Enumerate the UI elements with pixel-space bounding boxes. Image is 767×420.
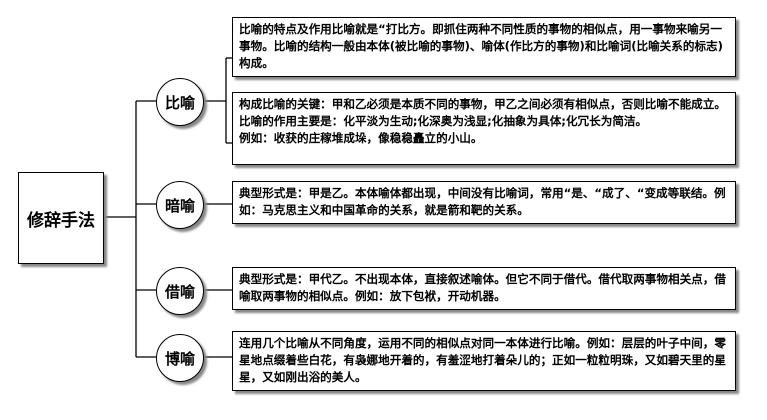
node-metaphor: 比喻 (156, 78, 204, 126)
borrowed-metaphor-text: 典型形式是：甲代乙。不出现本体，直接叙述喻体。但它不同于借代。借代取两事物相关点… (239, 272, 726, 303)
node-borrowed-metaphor: 借喻 (156, 267, 204, 315)
metaphor-definition-text: 比喻的特点及作用比喻就是“打比方。即抓住两种不同性质的事物的相似点，用一事物来喻… (239, 22, 723, 70)
extended-metaphor-text: 连用几个比喻从不同角度，运用不同的相似点对同一本体进行比喻。例如：层层的叶子中间… (239, 336, 726, 384)
implicit-metaphor-text: 典型形式是：甲是乙。本体喻体都出现，中间没有比喻词，常用“是、“成了、“变成等联… (239, 186, 726, 217)
metaphor-definition-box: 比喻的特点及作用比喻就是“打比方。即抓住两种不同性质的事物的相似点，用一事物来喻… (232, 17, 736, 77)
metaphor-key-box: 构成比喻的关键：甲和乙必须是本质不同的事物，甲乙之间必须有相似点，否则比喻不能成… (232, 92, 736, 165)
implicit-metaphor-box: 典型形式是：甲是乙。本体喻体都出现，中间没有比喻词，常用“是、“成了、“变成等联… (232, 181, 736, 224)
node-extended-metaphor: 博喻 (156, 334, 204, 382)
extended-metaphor-box: 连用几个比喻从不同角度，运用不同的相似点对同一本体进行比喻。例如：层层的叶子中间… (232, 331, 736, 391)
metaphor-key-text: 构成比喻的关键：甲和乙必须是本质不同的事物，甲乙之间必须有相似点，否则比喻不能成… (239, 97, 726, 111)
borrowed-metaphor-box: 典型形式是：甲代乙。不出现本体，直接叙述喻体。但它不同于借代。借代取两事物相关点… (232, 267, 736, 310)
root-node: 修辞手法 (18, 172, 104, 264)
metaphor-function-text: 比喻的作用主要是：化平淡为生动;化深奥为浅显;化抽象为具体;化冗长为简洁。 (239, 114, 648, 128)
node-implicit-metaphor: 暗喻 (156, 181, 204, 229)
metaphor-example-text: 例如：收获的庄稼堆成垛，像稳稳矗立的小山。 (239, 131, 483, 145)
